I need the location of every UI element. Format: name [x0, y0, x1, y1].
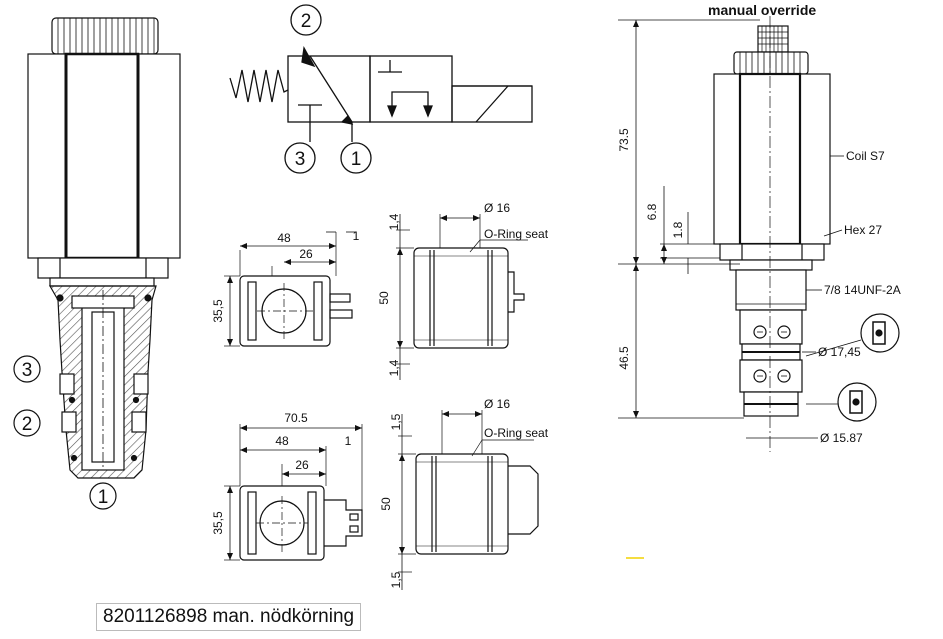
coil-side-view-top	[396, 214, 528, 380]
symbol-port-3-label: 3	[295, 149, 306, 170]
symbol-port-1-label: 1	[351, 149, 362, 170]
dim-70-5-bottom: 70.5	[284, 411, 308, 425]
coil-front-view-top	[224, 231, 356, 347]
symbol-port-2-marker	[290, 4, 322, 36]
port-3-marker	[13, 355, 41, 383]
port-3-label: 3	[22, 360, 33, 381]
thread-label: 7/8 14UNF-2A	[824, 283, 901, 297]
part-number-caption: 8201126898 man. nödkörning	[96, 603, 362, 631]
port-circles-left	[13, 355, 117, 510]
dim-6-8: 6.8	[645, 203, 659, 220]
dim-26-bottom: 26	[295, 458, 309, 472]
port-2-marker	[13, 409, 41, 437]
dim-1-5-lower: 1,5	[389, 571, 403, 588]
sectional-view	[27, 17, 181, 479]
dia-15-87-label: Ø 15.87	[820, 431, 863, 445]
dim-1-4-upper: 1,4	[387, 213, 401, 230]
manual-override-label: manual override	[708, 2, 816, 18]
dim-50-bottom: 50	[379, 497, 393, 511]
dim-35-5-bottom: 35,5	[211, 511, 225, 535]
coil-side-view-bottom	[398, 410, 539, 590]
dim-1-bottom: 1	[345, 434, 352, 448]
hydraulic-symbol	[229, 4, 533, 174]
dim-d16-top: Ø 16	[484, 201, 510, 215]
dim-48-bottom: 48	[275, 434, 289, 448]
oring-label-top: O-Ring seat	[484, 227, 549, 241]
hex-label: Hex 27	[844, 223, 882, 237]
dim-26-top: 26	[299, 247, 313, 261]
dim-73-5: 73.5	[617, 128, 631, 152]
dim-35-5-top: 35,5	[211, 299, 225, 323]
dim-1-5-upper: 1,5	[389, 413, 403, 430]
dim-46-5: 46.5	[617, 346, 631, 370]
coil-front-view-bottom	[224, 424, 363, 561]
dim-d16-bottom: Ø 16	[484, 397, 510, 411]
dim-1-8: 1.8	[671, 221, 685, 238]
port-1-label: 1	[98, 487, 109, 508]
port-1-marker	[89, 482, 117, 510]
dim-48-top: 48	[277, 231, 291, 245]
symbol-port-3-marker	[284, 142, 316, 174]
dia-17-45-label: Ø 17,45	[818, 345, 861, 359]
dim-50-top: 50	[377, 291, 391, 305]
symbol-port-2-label: 2	[301, 11, 312, 32]
port-2-label: 2	[22, 414, 33, 435]
symbol-port-1-marker	[340, 142, 372, 174]
coil-label: Coil S7	[846, 149, 885, 163]
external-view	[618, 16, 900, 452]
spring-icon	[229, 69, 289, 103]
dim-1-4-lower: 1,4	[387, 359, 401, 376]
oring-label-bottom: O-Ring seat	[484, 426, 549, 440]
dim-1-top: 1	[353, 229, 360, 243]
